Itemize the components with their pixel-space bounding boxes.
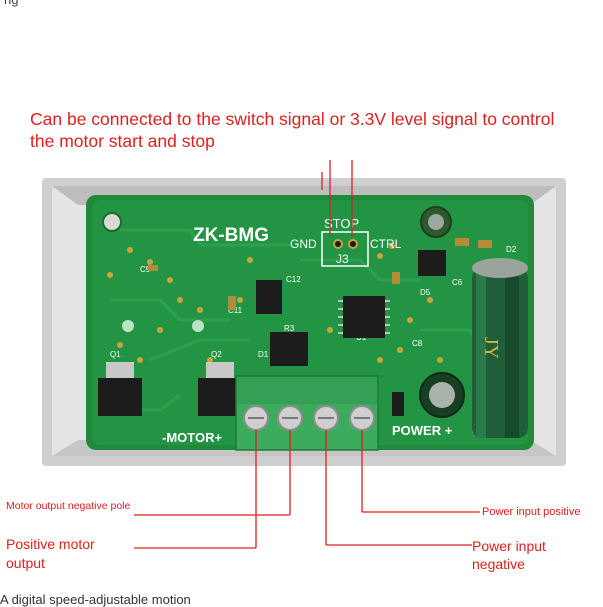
ic-u1: [343, 296, 385, 338]
big-capacitor: [472, 258, 528, 438]
regulator: [270, 332, 308, 366]
callout-lines: [134, 160, 480, 549]
d2-label: D2: [506, 245, 517, 254]
capacitor-brand: JY: [480, 337, 502, 359]
c9-label: C9: [140, 265, 151, 274]
cropped-bottom-text: A digital speed-adjustable motion: [0, 592, 191, 607]
model-label: ZK-BMG: [193, 225, 269, 246]
d1-label: D1: [258, 350, 269, 359]
cropped-top-text: ng: [4, 0, 18, 7]
terminal-screws: [243, 405, 375, 431]
q1-label: Q1: [110, 350, 121, 359]
callout-motor-negative: Motor output negative pole: [6, 500, 131, 512]
ctrl-label: CTRL: [370, 237, 402, 251]
headline-annotation: Can be connected to the switch signal or…: [30, 109, 555, 151]
j3-outline: [321, 231, 369, 267]
gnd-label: GND: [290, 237, 317, 251]
d5-label: D5: [420, 288, 431, 297]
r3-label: R3: [284, 324, 295, 333]
stop-label: STOP: [324, 216, 359, 231]
callout-power-positive: Power input positive: [482, 506, 581, 518]
callout-motor-positive: Positive motor output: [6, 536, 95, 571]
power-label: POWER +: [392, 423, 453, 438]
ic-u2: [256, 280, 282, 314]
c8-label: C8: [412, 339, 423, 348]
j3-label: J3: [336, 252, 349, 266]
mosfet-q2: [198, 378, 242, 416]
q2-label: Q2: [211, 350, 222, 359]
inductor-ic: [418, 250, 446, 276]
motor-label: -MOTOR+: [162, 430, 222, 445]
c11-label: C11: [228, 306, 243, 315]
mosfet-q1: [98, 378, 142, 416]
callout-power-negative: Power input negative: [472, 538, 546, 572]
c6-label: C6: [452, 278, 463, 287]
c12-label: C12: [286, 275, 301, 284]
